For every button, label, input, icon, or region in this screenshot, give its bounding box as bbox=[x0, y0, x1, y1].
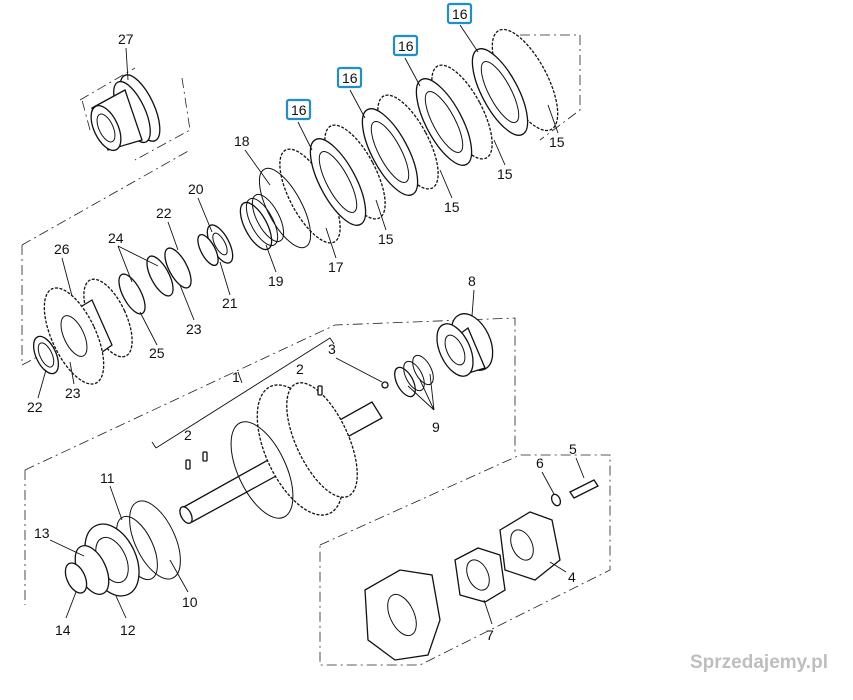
callout-22-lower: 22 bbox=[27, 399, 43, 415]
part-26-gear bbox=[32, 278, 133, 385]
lower-gear-group bbox=[64, 500, 181, 597]
callout-12: 12 bbox=[120, 622, 136, 638]
callout-labels: 27 18 20 22 24 26 19 21 23 25 22 23 17 1… bbox=[27, 31, 577, 643]
part-1-main-shaft bbox=[151, 337, 383, 524]
callout-1: 1 bbox=[232, 369, 240, 385]
callout-20: 20 bbox=[188, 181, 204, 197]
callout-19: 19 bbox=[268, 273, 284, 289]
callout-15-b: 15 bbox=[444, 199, 460, 215]
watermark: Sprzedajemy.pl bbox=[690, 652, 828, 673]
assembly-frames bbox=[21, 34, 611, 666]
callout-23: 23 bbox=[186, 321, 202, 337]
callout-8: 8 bbox=[468, 273, 476, 289]
callout-17: 17 bbox=[328, 259, 344, 275]
highlighted-callouts: 16 16 16 16 bbox=[285, 2, 473, 121]
callout-22: 22 bbox=[156, 205, 172, 221]
callout-16-d: 16 bbox=[452, 6, 468, 22]
callout-23-lower: 23 bbox=[65, 385, 81, 401]
callout-13: 13 bbox=[34, 525, 50, 541]
callout-14: 14 bbox=[55, 622, 71, 638]
part-2-pins bbox=[185, 385, 323, 470]
callout-21: 21 bbox=[222, 295, 238, 311]
callout-15-a: 15 bbox=[378, 231, 394, 247]
callout-18: 18 bbox=[234, 133, 250, 149]
callout-26: 26 bbox=[54, 241, 70, 257]
callout-16-a: 16 bbox=[291, 102, 307, 118]
callout-7: 7 bbox=[486, 627, 494, 643]
callout-15-c: 15 bbox=[497, 166, 513, 182]
part-9-springs bbox=[381, 354, 434, 398]
callout-6: 6 bbox=[536, 455, 544, 471]
callout-16-c: 16 bbox=[398, 38, 414, 54]
callout-10: 10 bbox=[182, 594, 198, 610]
callout-2-upper: 2 bbox=[296, 361, 304, 377]
leader-lines bbox=[37, 24, 585, 625]
callout-15-d: 15 bbox=[549, 134, 565, 150]
callout-11: 11 bbox=[100, 470, 115, 486]
watermark-text: Sprzedajemy.pl bbox=[690, 652, 828, 673]
part-27-gear-hub bbox=[90, 74, 161, 151]
callout-2-lower: 2 bbox=[184, 427, 192, 443]
callout-9: 9 bbox=[432, 419, 440, 435]
callout-4: 4 bbox=[568, 569, 576, 585]
callout-24: 24 bbox=[108, 230, 124, 246]
callout-27: 27 bbox=[118, 31, 134, 47]
callout-5: 5 bbox=[569, 441, 577, 457]
part-8-bearing bbox=[436, 313, 494, 377]
clutch-pack bbox=[118, 28, 559, 315]
callout-3: 3 bbox=[328, 341, 336, 357]
callout-25: 25 bbox=[149, 345, 165, 361]
callout-16-b: 16 bbox=[342, 70, 358, 86]
cover-housing-group bbox=[364, 479, 599, 661]
